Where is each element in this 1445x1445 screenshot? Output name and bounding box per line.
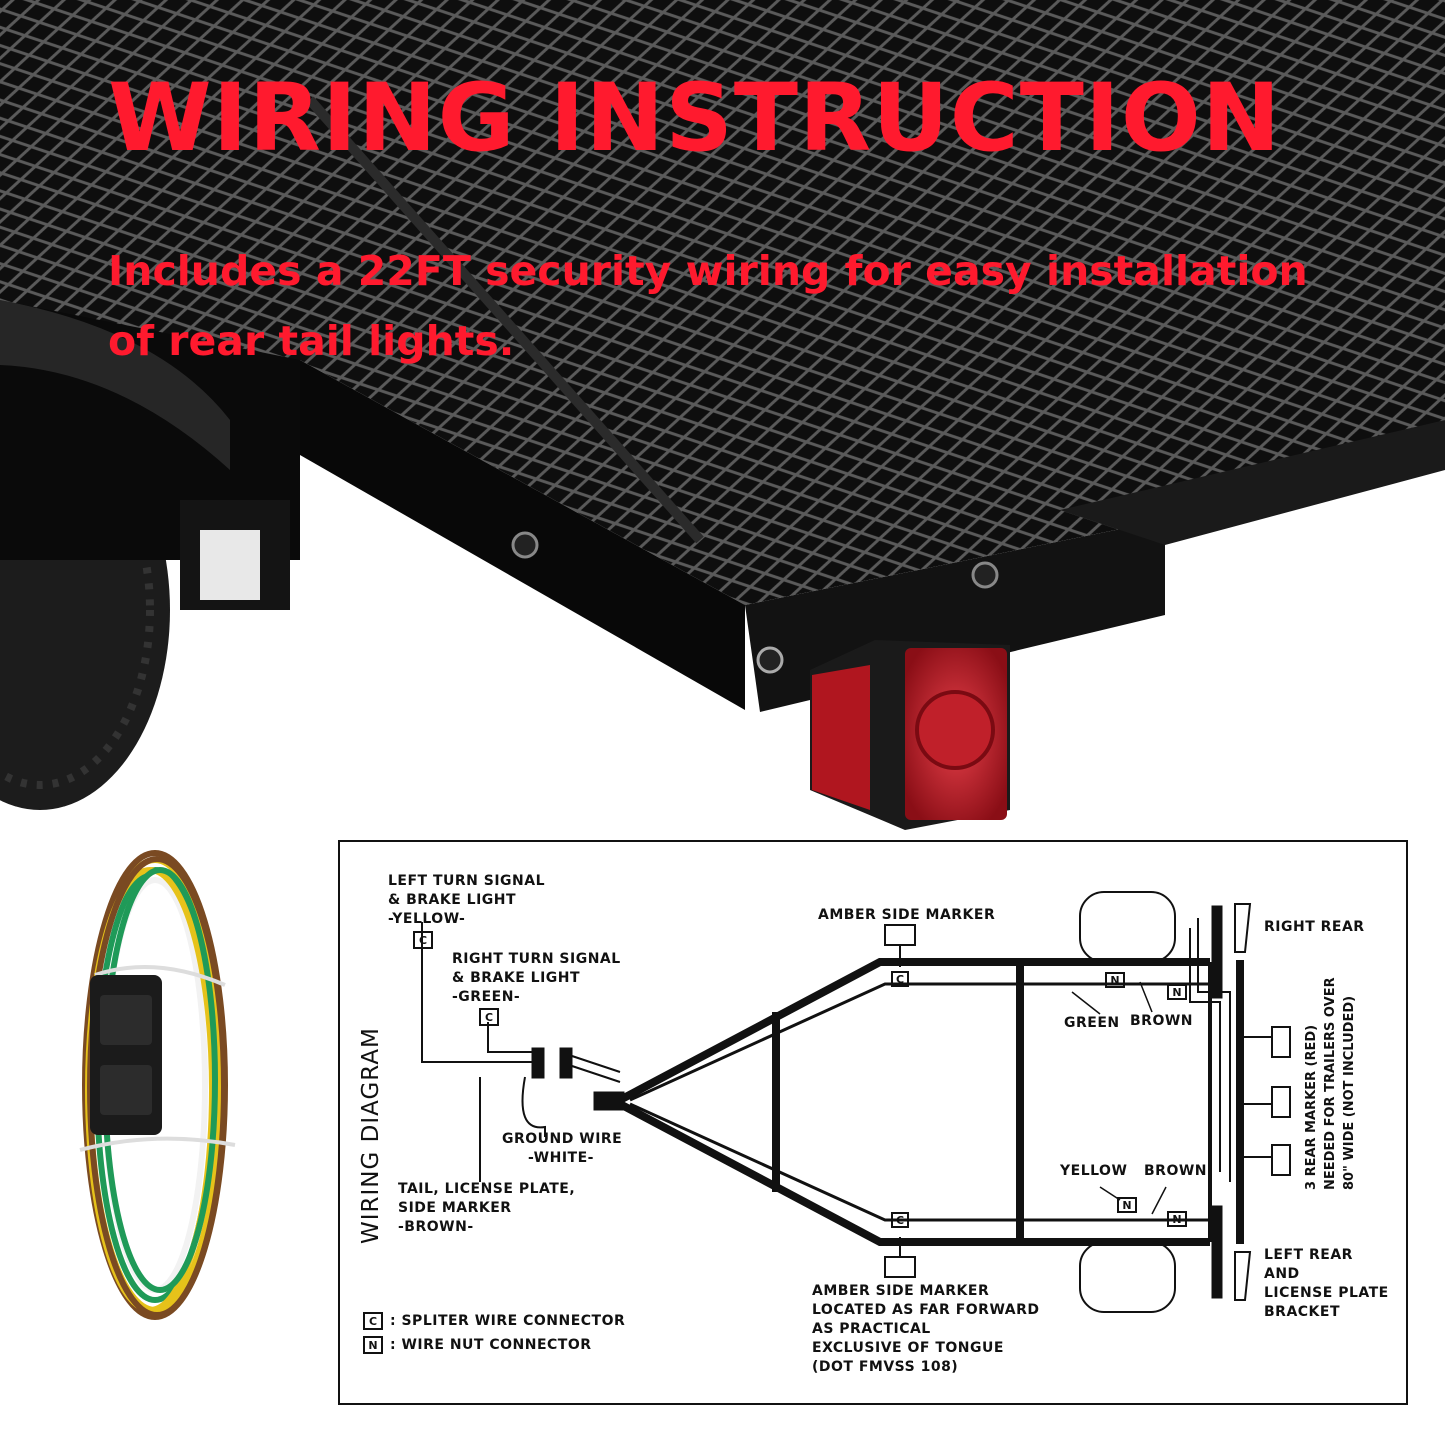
rear-marker-note: 3 REAR MARKER (RED) NEEDED FOR TRAILERS … xyxy=(1304,977,1357,1190)
legend-c-text: : SPLITER WIRE CONNECTOR xyxy=(390,1313,626,1329)
amber-marker-bottom-label: AMBER SIDE MARKER LOCATED AS FAR FORWARD… xyxy=(812,1283,1040,1375)
wiring-diagram: C C C C N N N N C N WIRING DIAGRAM LEFT … xyxy=(338,840,1408,1405)
wire-harness-coil xyxy=(79,850,236,1320)
connector-n-bottom-1: N xyxy=(1122,1199,1131,1212)
wire-harness-photo xyxy=(60,835,250,1325)
yellow-wire-label: YELLOW xyxy=(1060,1163,1128,1179)
subtitle-line-1: Includes a 22FT security wiring for easy… xyxy=(108,247,1308,295)
connector-n-top-2: N xyxy=(1172,986,1181,999)
legend-c-key: C xyxy=(369,1315,377,1328)
green-wire-label: GREEN xyxy=(1064,1015,1120,1031)
trailer-illustration xyxy=(0,0,1445,830)
subtitle-line-2: of rear tail lights. xyxy=(108,317,515,365)
wiring-schematic: C C C C N N N N C N xyxy=(363,891,1291,1354)
right-rear-label: RIGHT REAR xyxy=(1264,919,1365,935)
left-turn-label: LEFT TURN SIGNAL & BRAKE LIGHT -YELLOW- xyxy=(388,873,546,927)
connector-n-bottom-2: N xyxy=(1172,1213,1181,1226)
ground-wire-label: GROUND WIRE -WHITE- xyxy=(502,1131,623,1166)
amber-marker-top-label: AMBER SIDE MARKER xyxy=(818,907,996,923)
legend-n-text: : WIRE NUT CONNECTOR xyxy=(390,1337,592,1353)
connector-c-right: C xyxy=(485,1011,493,1024)
tail-light xyxy=(810,640,1010,830)
diagram-side-title: WIRING DIAGRAM xyxy=(358,1027,384,1244)
brown-wire-label-top: BROWN xyxy=(1130,1013,1194,1029)
legend-n-key: N xyxy=(368,1339,377,1352)
connector-n-top-1: N xyxy=(1110,974,1119,987)
trailer-photo: WIRING INSTRUCTION Includes a 22FT secur… xyxy=(0,0,1445,830)
brown-wire-label-bottom: BROWN xyxy=(1144,1163,1208,1179)
left-rear-label: LEFT REAR AND LICENSE PLATE BRACKET xyxy=(1264,1247,1389,1320)
tail-wire-label: TAIL, LICENSE PLATE, SIDE MARKER -BROWN- xyxy=(398,1181,576,1235)
connector-c-bottom: C xyxy=(896,1214,904,1227)
connector-c-top: C xyxy=(896,973,904,986)
connector-c-left: C xyxy=(419,934,427,947)
right-turn-label: RIGHT TURN SIGNAL & BRAKE LIGHT -GREEN- xyxy=(452,951,621,1005)
page-title: WIRING INSTRUCTION xyxy=(108,64,1282,173)
